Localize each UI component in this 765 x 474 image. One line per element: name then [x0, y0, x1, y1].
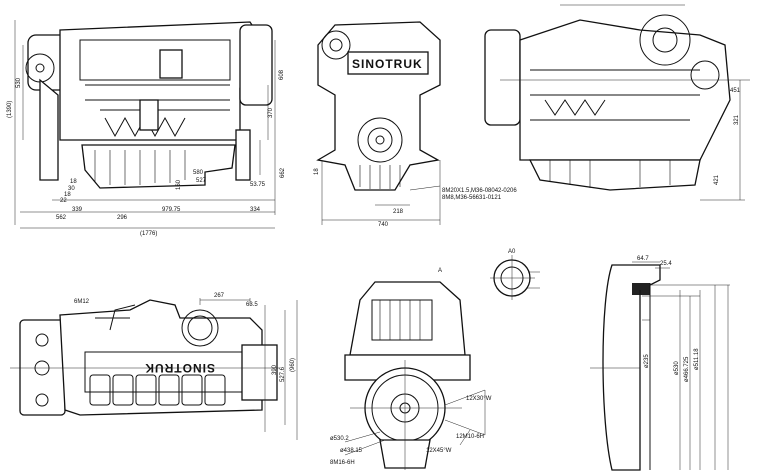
dim-d511: ø511.18	[694, 348, 700, 370]
dim-18: 18	[314, 168, 320, 175]
dim-d235: ø235	[644, 354, 650, 368]
dim-451: 451	[730, 88, 741, 94]
dim-length-total: (1776)	[140, 231, 157, 237]
dim-740: 740	[378, 222, 389, 228]
engine-right-elevation-view: 321 421 451	[484, 4, 750, 201]
dim-421: 421	[714, 174, 720, 185]
dim-53-75: 53.75	[250, 182, 266, 188]
dim-160: 160	[176, 179, 182, 190]
dim-height-total: (1390)	[7, 101, 13, 118]
engine-rear-view: A ø530.2 ø438.15 8M16-6H 12M10-6H 12X30°…	[330, 268, 492, 470]
dim-64-7: 64.7	[637, 256, 649, 262]
dim-d530: ø530	[674, 361, 680, 375]
dim-370: 370	[268, 107, 274, 118]
engine-top-plan-view: SINOTRUK 6M12 267 63.5 390 527.6 (960)	[10, 293, 298, 440]
dim-30: 30	[68, 186, 75, 192]
note-angle-30: 12X30°W	[466, 396, 492, 402]
dim-63-5: 63.5	[246, 302, 258, 308]
detail-a-view: A0	[490, 249, 540, 300]
dim-25-4: 25.4	[660, 261, 672, 267]
dim-527-6: 527.6	[280, 366, 286, 382]
dim-530: 530	[16, 77, 22, 88]
engine-left-elevation-view: (1390) 530 18 30 18 22 580 527 53.75 160…	[7, 20, 286, 237]
dim-339: 339	[72, 207, 83, 213]
dim-321: 321	[734, 114, 740, 125]
dim-334: 334	[250, 207, 261, 213]
section-mark-a: A	[438, 268, 442, 274]
dim-390: 390	[272, 364, 278, 375]
dim-218: 218	[393, 209, 404, 215]
dim-979-75: 979.75	[162, 207, 181, 213]
dim-608: 608	[279, 69, 285, 80]
dim-d530-2: ø530.2	[330, 436, 349, 442]
engine-end-view: SINOTRUK 18 218 740 8M20X1.5,M36-08042-0…	[314, 21, 517, 228]
dim-527: 527	[196, 178, 207, 184]
dim-662: 662	[280, 167, 286, 178]
note-thread-2: 8M8,M36-56631-0121	[442, 195, 502, 201]
dim-296: 296	[117, 215, 128, 221]
brand-logo-sinotruk: SINOTRUK	[352, 57, 423, 71]
note-thread-12m10: 12M10-6H	[456, 434, 484, 440]
dim-18b: 18	[64, 192, 71, 198]
note-thread-8m16: 8M16-6H	[330, 460, 355, 466]
dim-562: 562	[56, 215, 67, 221]
dim-22: 22	[60, 198, 67, 204]
dim-18a: 18	[70, 179, 77, 185]
dim-267: 267	[214, 293, 225, 299]
dim-d438-15: ø438.15	[340, 448, 363, 454]
dim-d466: ø466.725	[684, 356, 690, 382]
flywheel-section-view: 64.7 25.4 ø235 ø530 ø466.725 ø511.18	[590, 256, 730, 471]
note-thread-1: 8M20X1.5,M36-08042-0206	[442, 188, 517, 194]
dim-580: 580	[193, 170, 204, 176]
dim-6m12: 6M12	[74, 299, 90, 305]
dim-width-total: (960)	[290, 358, 296, 372]
detail-a-label: A0	[508, 249, 516, 255]
note-angle-45: 12X45°W	[426, 448, 452, 454]
